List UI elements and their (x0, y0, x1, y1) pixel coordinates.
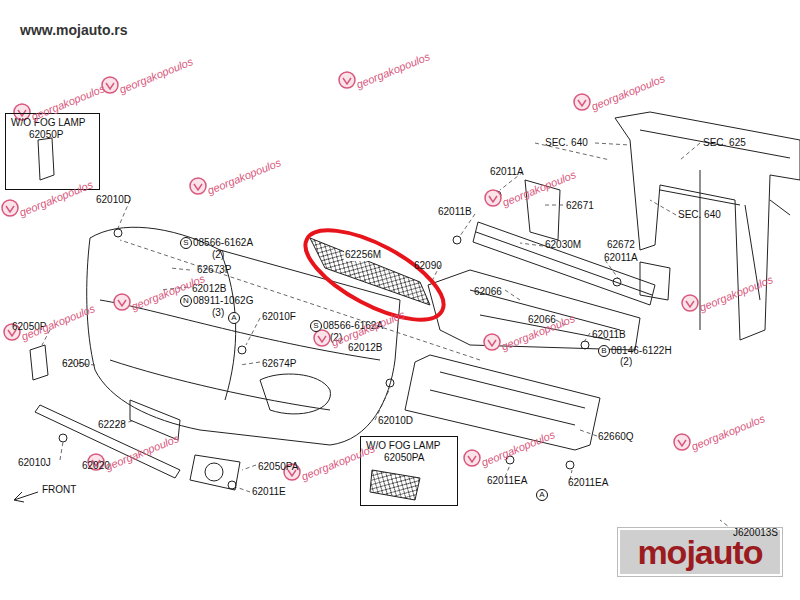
watermark: georgakopoulos (698, 274, 775, 314)
callout-number: SEC. 640 (678, 209, 721, 220)
watermark: georgakopoulos (690, 413, 767, 453)
inset-box: W/O FOG LAMP62050P (5, 113, 100, 190)
watermark: georgakopoulos (480, 429, 557, 469)
callout-number: 62010J (18, 457, 51, 468)
callout-number: 08911-1062G (193, 295, 253, 306)
highlight-ellipse: 62256M (292, 215, 457, 335)
callout-number: 62011B (592, 329, 626, 340)
watermark: georgakopoulos (30, 83, 107, 123)
callout-number: 62671 (566, 200, 594, 211)
callout-number: (2) (212, 249, 224, 260)
part-number: 62050P (11, 129, 94, 141)
ellipse-outline (292, 215, 457, 335)
callout-number: 62011B (438, 206, 472, 217)
reference-letter: B (598, 345, 610, 357)
callout-number: (3) (212, 307, 224, 318)
reference-letter: A (536, 489, 548, 501)
note-text: W/O FOG LAMP (11, 117, 94, 129)
callout-number: 62011EA (487, 475, 527, 486)
watermark: georgakopoulos (300, 443, 377, 483)
callout-number: 62010F (262, 311, 296, 322)
site-url: www.mojauto.rs (20, 22, 128, 38)
callout-number: (2) (620, 356, 632, 367)
callout-number: 08146-6122H (611, 345, 672, 356)
callout-number: 62672 (607, 239, 635, 250)
watermark: georgakopoulos (104, 433, 181, 473)
reference-letter: A (228, 312, 240, 324)
callout-number: 62012B (348, 342, 382, 353)
watermark: georgakopoulos (206, 157, 283, 197)
watermark: georgakopoulos (590, 73, 667, 113)
part-number: mojauto (637, 532, 762, 572)
callout-number: 62066 (474, 286, 502, 297)
callout-number: 62030M (545, 239, 581, 250)
watermark: georgakopoulos (18, 179, 95, 219)
callout-number: 62010D (378, 415, 413, 426)
callout-number: SEC. 640 (545, 137, 588, 148)
callout-number: 62090 (414, 260, 442, 271)
callout-number: 62050PA (258, 461, 298, 472)
callout-number: 62050 (62, 358, 90, 369)
part-number: 62256M (344, 249, 382, 261)
callout-number: 62674P (262, 358, 296, 369)
callout-number: SEC. 625 (703, 137, 746, 148)
callout-number: 62011A (604, 252, 638, 263)
note-text: W/O FOG LAMP (366, 440, 452, 452)
callout-number: 62660Q (598, 431, 634, 442)
callout-number: 62011E (252, 486, 286, 497)
reference-letter: N (180, 295, 192, 307)
watermark: georgakopoulos (118, 56, 195, 96)
callout-number: 62011A (490, 166, 524, 177)
callout-number: J620013S (733, 527, 778, 538)
part-number: 62050PA (366, 452, 452, 464)
callout-number: FRONT (42, 484, 76, 495)
inset-box: W/O FOG LAMP62050PA (360, 436, 458, 506)
callout-number: 62010D (96, 194, 131, 205)
callout-number: 08566-6162A (193, 237, 253, 248)
callout-number: 62011EA (568, 477, 608, 488)
watermark: georgakopoulos (355, 51, 432, 91)
callout-number: 62228 (98, 419, 126, 430)
reference-letter: S (180, 237, 192, 249)
reference-letter: S (310, 320, 322, 332)
